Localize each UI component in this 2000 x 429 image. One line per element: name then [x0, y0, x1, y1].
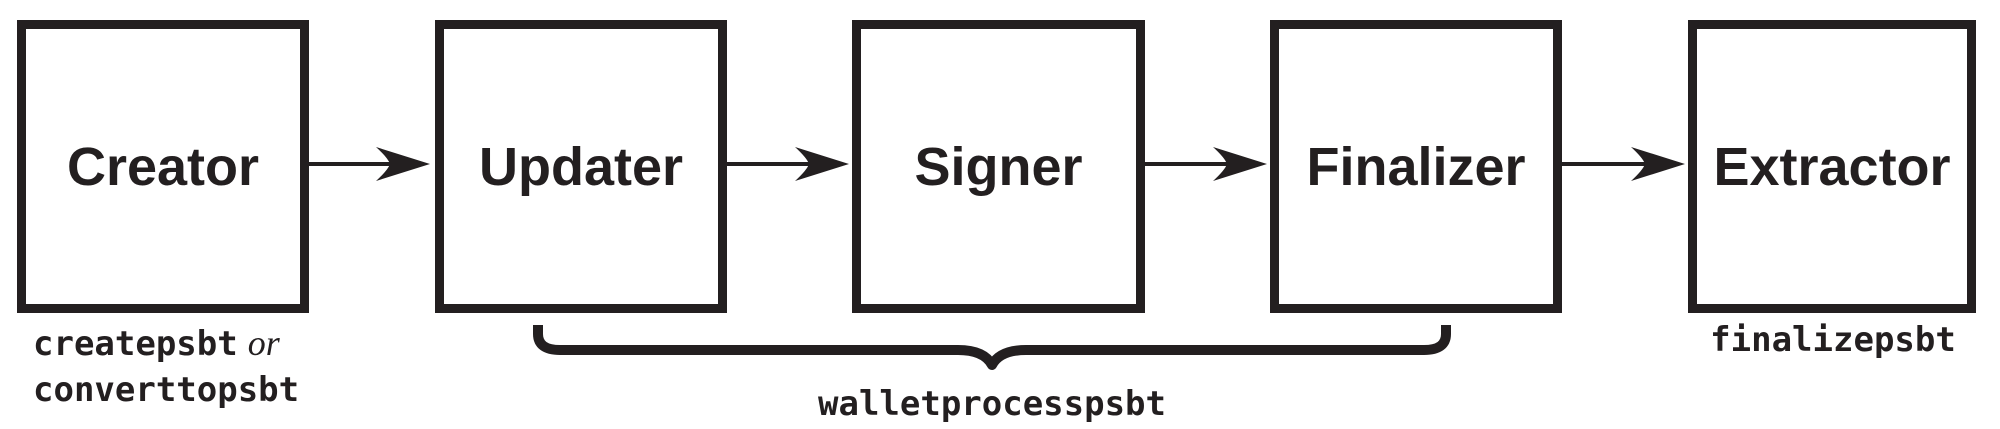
stage-label-creator: Creator — [66, 136, 260, 197]
stage-box-extractor: Extractor — [1688, 20, 1976, 313]
stage-label-updater: Updater — [478, 136, 684, 197]
caption-line-2: converttopsbt — [33, 367, 299, 413]
caption-walletprocesspsbt: walletprocesspsbt — [818, 384, 1166, 424]
stage-box-creator: Creator — [17, 20, 309, 313]
curly-brace-icon — [533, 325, 1451, 370]
arrow-right-icon — [723, 147, 849, 181]
stage-label-signer: Signer — [914, 136, 1083, 197]
arrow-right-icon — [1558, 147, 1685, 181]
arrow-right-icon — [305, 147, 430, 181]
arrow-right-icon — [1141, 147, 1267, 181]
conjunction-or: or — [247, 323, 280, 363]
caption-finalizepsbt: finalizepsbt — [1710, 320, 1956, 360]
command-createpsbt: createpsbt — [33, 324, 238, 364]
stage-box-finalizer: Finalizer — [1270, 20, 1562, 313]
stage-label-extractor: Extractor — [1713, 136, 1951, 197]
stage-label-finalizer: Finalizer — [1306, 136, 1526, 197]
stage-box-updater: Updater — [435, 20, 727, 313]
stage-box-signer: Signer — [852, 20, 1145, 313]
command-converttopsbt: converttopsbt — [33, 370, 300, 410]
